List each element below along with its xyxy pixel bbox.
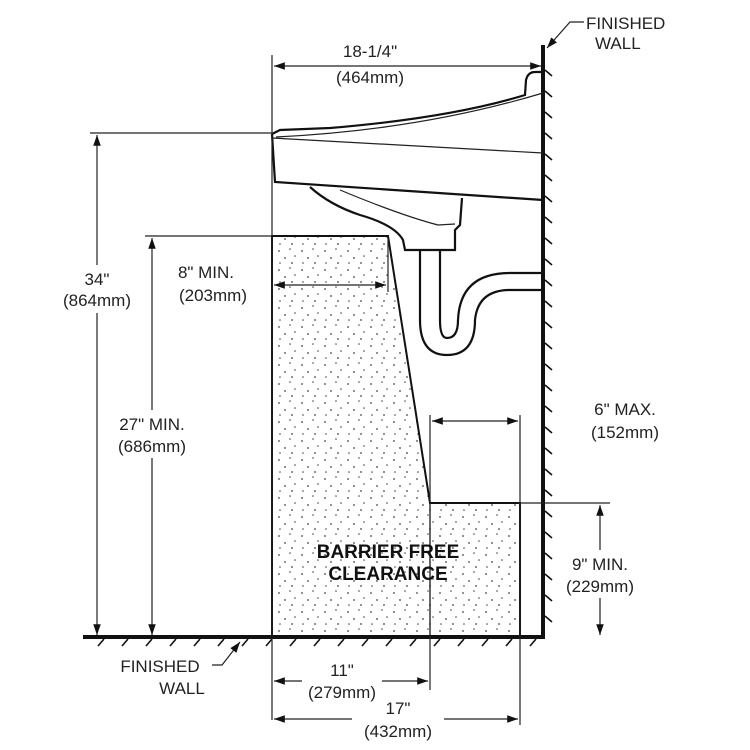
toe-depth-metric: (152mm) <box>591 423 659 442</box>
wall-hatch-mark <box>544 531 553 539</box>
floor-hatch-mark <box>289 638 297 647</box>
wall-hatch-mark <box>544 111 553 119</box>
toe-height-metric: (229mm) <box>566 577 634 596</box>
wall-hatch-mark <box>544 132 553 140</box>
wall-hatch-mark <box>544 195 553 203</box>
finished-floor-label-line2: WALL <box>159 679 205 698</box>
finished-floor <box>83 635 545 647</box>
wall-hatch-mark <box>544 153 553 161</box>
knee-height-metric: (686mm) <box>118 437 186 456</box>
finished-floor-label-line1: FINISHED <box>120 657 199 676</box>
toe-depth-imperial: 6" MAX. <box>594 400 656 419</box>
floor-hatch-mark <box>505 638 513 647</box>
finished-wall-label-line2: WALL <box>595 34 641 53</box>
floor-hatch-mark <box>169 638 177 647</box>
sink <box>270 70 544 357</box>
floor-hatch-mark <box>409 638 417 647</box>
toe-clearance-imperial: 17" <box>386 699 411 718</box>
floor-hatch-mark <box>265 638 273 647</box>
wall-hatch-mark <box>544 510 553 518</box>
toe-clearance-metric: (432mm) <box>364 722 432 741</box>
floor-hatch-mark <box>433 638 441 647</box>
wall-hatch-mark <box>544 615 553 623</box>
floor-hatch-mark <box>361 638 369 647</box>
knee-height-imperial: 27" MIN. <box>119 415 185 434</box>
floor-hatch-mark <box>121 638 129 647</box>
wall-leader-arrow <box>546 21 584 49</box>
sink-depth-metric: (464mm) <box>336 68 404 87</box>
wall-hatch-mark <box>544 573 553 581</box>
floor-hatch-mark <box>145 638 153 647</box>
wall-hatch-mark <box>544 447 553 455</box>
finished-wall-label-line1: FINISHED <box>586 14 665 33</box>
wall-hatch-mark <box>544 405 553 413</box>
floor-hatch-mark <box>529 638 537 647</box>
floor-hatch-mark <box>97 638 105 647</box>
extension-lines <box>90 55 610 725</box>
wall-hatch-mark <box>544 384 553 392</box>
clearance-label-line1: BARRIER FREE <box>317 542 460 563</box>
wall-hatch-mark <box>544 363 553 371</box>
wall-hatch-mark <box>544 279 553 287</box>
wall-hatch-mark <box>544 426 553 434</box>
clearance-label-line2: CLEARANCE <box>328 564 447 585</box>
wall-hatch-mark <box>544 90 553 98</box>
floor-hatch-mark <box>337 638 345 647</box>
toe-height-imperial: 9" MIN. <box>572 555 628 574</box>
wall-hatch-mark <box>544 258 553 266</box>
floor-hatch-mark <box>241 638 249 647</box>
knee-clearance-metric: (279mm) <box>308 683 376 702</box>
wall-hatch-mark <box>544 594 553 602</box>
floor-hatch-mark <box>217 638 225 647</box>
floor-hatch-mark <box>481 638 489 647</box>
floor-hatch-mark <box>193 638 201 647</box>
wall-hatch-mark <box>544 174 553 182</box>
knee-clearance-imperial: 11" <box>330 661 354 680</box>
knee-depth-imperial: 8" MIN. <box>178 263 234 282</box>
floor-hatch-mark <box>313 638 321 647</box>
floor-leader-arrow <box>212 641 241 666</box>
rim-height-metric: (864mm) <box>63 291 131 310</box>
wall-hatch-mark <box>544 468 553 476</box>
wall-hatch-mark <box>544 69 553 77</box>
floor-hatch-mark <box>385 638 393 647</box>
sink-depth-imperial: 18-1/4" <box>343 42 397 61</box>
wall-hatch-mark <box>544 489 553 497</box>
wall-hatch-mark <box>544 237 553 245</box>
floor-hatch-mark <box>457 638 465 647</box>
rim-height-imperial: 34" <box>85 270 110 289</box>
knee-depth-metric: (203mm) <box>179 286 247 305</box>
wall-hatch-mark <box>544 552 553 560</box>
wall-hatch-mark <box>544 300 553 308</box>
wall-hatch-mark <box>544 216 553 224</box>
wall-hatch-mark <box>544 342 553 350</box>
finished-wall <box>541 45 553 639</box>
wall-hatch-mark <box>544 321 553 329</box>
